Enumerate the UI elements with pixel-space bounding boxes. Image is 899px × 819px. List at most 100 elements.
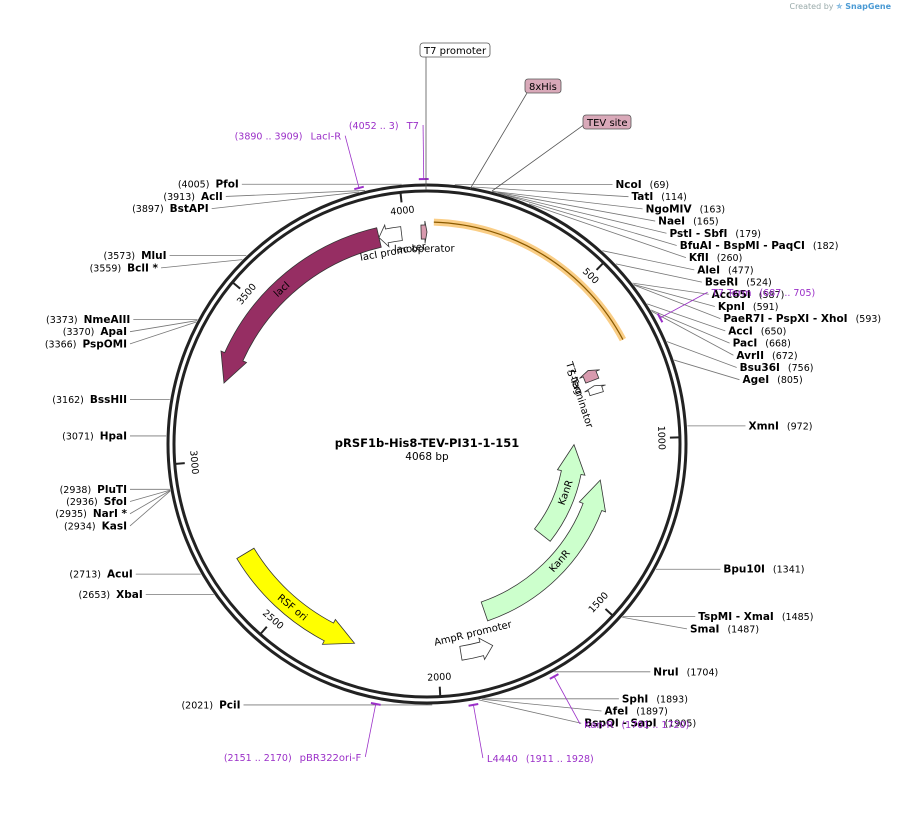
feature-laci[interactable]: lacI bbox=[220, 227, 382, 384]
orf-arc-line bbox=[433, 221, 624, 340]
site-acli[interactable]: AclI(3913) bbox=[163, 191, 222, 203]
site-bsu36i[interactable]: Bsu36I(756) bbox=[740, 362, 814, 374]
site-name: NaeI bbox=[658, 216, 685, 228]
tev-label: TEV site bbox=[586, 118, 628, 129]
site-leader bbox=[633, 284, 721, 320]
primer-l4440[interactable]: L4440(1911 .. 1928) bbox=[468, 703, 594, 765]
site-position: (2935) bbox=[55, 509, 87, 520]
site-position: (182) bbox=[813, 241, 839, 252]
boxed-label-t7-promoter[interactable]: T7 promoter bbox=[419, 42, 491, 190]
site-avrii[interactable]: AvrII(672) bbox=[736, 350, 797, 362]
site-position: (524) bbox=[746, 278, 772, 289]
site-hpai[interactable]: HpaI(3071) bbox=[62, 430, 127, 442]
feature-lac-op[interactable]: lac operator bbox=[394, 220, 456, 255]
site-kpni[interactable]: KpnI(591) bbox=[718, 301, 779, 313]
feature-ampr-prom[interactable]: AmpR promoter bbox=[433, 619, 514, 661]
site-position: (165) bbox=[693, 217, 719, 228]
site-nrui[interactable]: NruI(1704) bbox=[653, 666, 718, 678]
site-leader bbox=[491, 190, 643, 210]
primer-laci-r[interactable]: LacI-R(3890 .. 3909) bbox=[235, 132, 365, 191]
site-position: (1341) bbox=[773, 565, 805, 576]
primer-leader bbox=[364, 702, 377, 758]
site-pluti[interactable]: PluTI(2938) bbox=[60, 484, 127, 496]
site-acci[interactable]: AccI(650) bbox=[728, 325, 786, 337]
site-leader bbox=[478, 699, 582, 724]
site-position: (3162) bbox=[52, 395, 84, 406]
site-kasi[interactable]: KasI(2934) bbox=[64, 520, 127, 532]
site-afei[interactable]: AfeI(1897) bbox=[605, 706, 668, 718]
feature-kanr-1[interactable]: KanR bbox=[480, 479, 607, 622]
primer-position: (2151 .. 2170) bbox=[224, 753, 292, 764]
site-name: BspQI - SapI bbox=[584, 718, 656, 730]
tick-label: 2000 bbox=[427, 672, 452, 684]
tick-mark bbox=[399, 193, 403, 203]
site-tati[interactable]: TatI(114) bbox=[631, 191, 686, 203]
site-position: (3366) bbox=[45, 339, 77, 350]
site-alei[interactable]: AleI(477) bbox=[697, 264, 753, 276]
primer-leader bbox=[659, 291, 708, 319]
site-name: TspMI - XmaI bbox=[698, 611, 774, 623]
site-ncoi[interactable]: NcoI(69) bbox=[616, 179, 670, 191]
site-position: (3913) bbox=[163, 192, 195, 203]
site-pfoi[interactable]: PfoI(4005) bbox=[178, 179, 239, 191]
site-pspomi[interactable]: PspOMI (3366) bbox=[45, 338, 127, 350]
boxed-label-8xhis[interactable]: 8xHis bbox=[469, 78, 562, 190]
tick-label: 3000 bbox=[187, 450, 200, 475]
site-name: TatI bbox=[631, 191, 653, 203]
site-position: (179) bbox=[735, 229, 761, 240]
site-bseri[interactable]: BseRI (524) bbox=[705, 277, 772, 289]
primer-t7[interactable]: T7(4052 .. 3) bbox=[349, 121, 429, 181]
site-agei[interactable]: AgeI(805) bbox=[742, 374, 802, 386]
boxed-label-tev-site[interactable]: TEV site bbox=[491, 114, 632, 192]
site-name: AccI bbox=[728, 325, 752, 337]
site-mlui[interactable]: MluI(3573) bbox=[104, 250, 167, 262]
site-name: PspOMI bbox=[82, 338, 127, 350]
primer-layer: T7(4052 .. 3)LacI-R(3890 .. 3909) T7 Term… bbox=[224, 121, 815, 765]
site-apai[interactable]: ApaI(3370) bbox=[63, 326, 127, 338]
site-bstapi[interactable]: BstAPI(3897) bbox=[132, 203, 209, 215]
site-kfli[interactable]: KflI(260) bbox=[689, 252, 742, 264]
site-name: Bsu36I bbox=[740, 362, 780, 374]
site-paci[interactable]: PacI(668) bbox=[733, 338, 791, 350]
feature-kanr-2[interactable]: KanR bbox=[533, 443, 586, 542]
site-bcli-[interactable]: BclI *(3559) bbox=[90, 262, 159, 274]
site-bfuai-bspmi-paqci[interactable]: BfuAI - BspMI - PaqCI(182) bbox=[680, 240, 839, 252]
site-acc65i[interactable]: Acc65I(587) bbox=[712, 289, 785, 301]
site-position: (2938) bbox=[60, 485, 92, 496]
site-acui[interactable]: AcuI(2713) bbox=[69, 569, 132, 581]
boxed-feature-labels: T7 promoter 8xHis TEV site bbox=[419, 42, 632, 192]
site-bpu10i[interactable]: Bpu10I(1341) bbox=[723, 564, 804, 576]
site-tspmi-xmai[interactable]: TspMI - XmaI(1485) bbox=[698, 611, 813, 623]
primer-t7-term[interactable]: T7 Term(687 .. 705) bbox=[656, 288, 816, 323]
site-position: (2653) bbox=[79, 590, 111, 601]
site-position: (1905) bbox=[665, 719, 697, 730]
site-ngomiv[interactable]: NgoMIV(163) bbox=[646, 203, 726, 215]
feature-arrow-laci-prom bbox=[378, 223, 403, 248]
primer-position: (1911 .. 1928) bbox=[526, 754, 594, 765]
primer-kan-r[interactable]: Kan-R(1701 .. 1720) bbox=[549, 673, 690, 731]
site-xmni[interactable]: XmnI(972) bbox=[748, 420, 812, 432]
site-nmeaiii[interactable]: NmeAIII(3373) bbox=[46, 314, 130, 326]
site-name: BseRI bbox=[705, 277, 738, 289]
tick-mark bbox=[604, 608, 613, 616]
site-leader bbox=[528, 203, 687, 259]
site-pcii[interactable]: PciI(2021) bbox=[181, 699, 240, 711]
site-nari-[interactable]: NarI *(2935) bbox=[55, 508, 127, 520]
site-leader bbox=[129, 490, 171, 515]
site-leader bbox=[498, 192, 667, 234]
site-xbai[interactable]: XbaI(2653) bbox=[79, 589, 143, 601]
site-paer7i-pspxi-xhoi[interactable]: PaeR7I - PspXI - XhoI(593) bbox=[723, 313, 881, 325]
primer-pbr322ori-f[interactable]: pBR322ori-F(2151 .. 2170) bbox=[224, 702, 381, 764]
site-name: KpnI bbox=[718, 301, 745, 313]
site-name: AgeI bbox=[742, 374, 769, 386]
primer-leader bbox=[553, 675, 581, 725]
site-sfoi[interactable]: SfoI(2936) bbox=[66, 496, 127, 508]
site-bsshii[interactable]: BssHII(3162) bbox=[52, 394, 127, 406]
site-naei[interactable]: NaeI (165) bbox=[658, 216, 718, 228]
site-name: NcoI bbox=[616, 179, 642, 191]
site-smai[interactable]: SmaI(1487) bbox=[690, 623, 759, 635]
site-psti-sbfi[interactable]: PstI - SbfI(179) bbox=[669, 228, 760, 240]
site-sphi[interactable]: SphI(1893) bbox=[622, 693, 688, 705]
site-name: MluI bbox=[141, 250, 166, 262]
site-bspqi-sapi[interactable]: BspQI - SapI (1905) bbox=[584, 718, 696, 730]
